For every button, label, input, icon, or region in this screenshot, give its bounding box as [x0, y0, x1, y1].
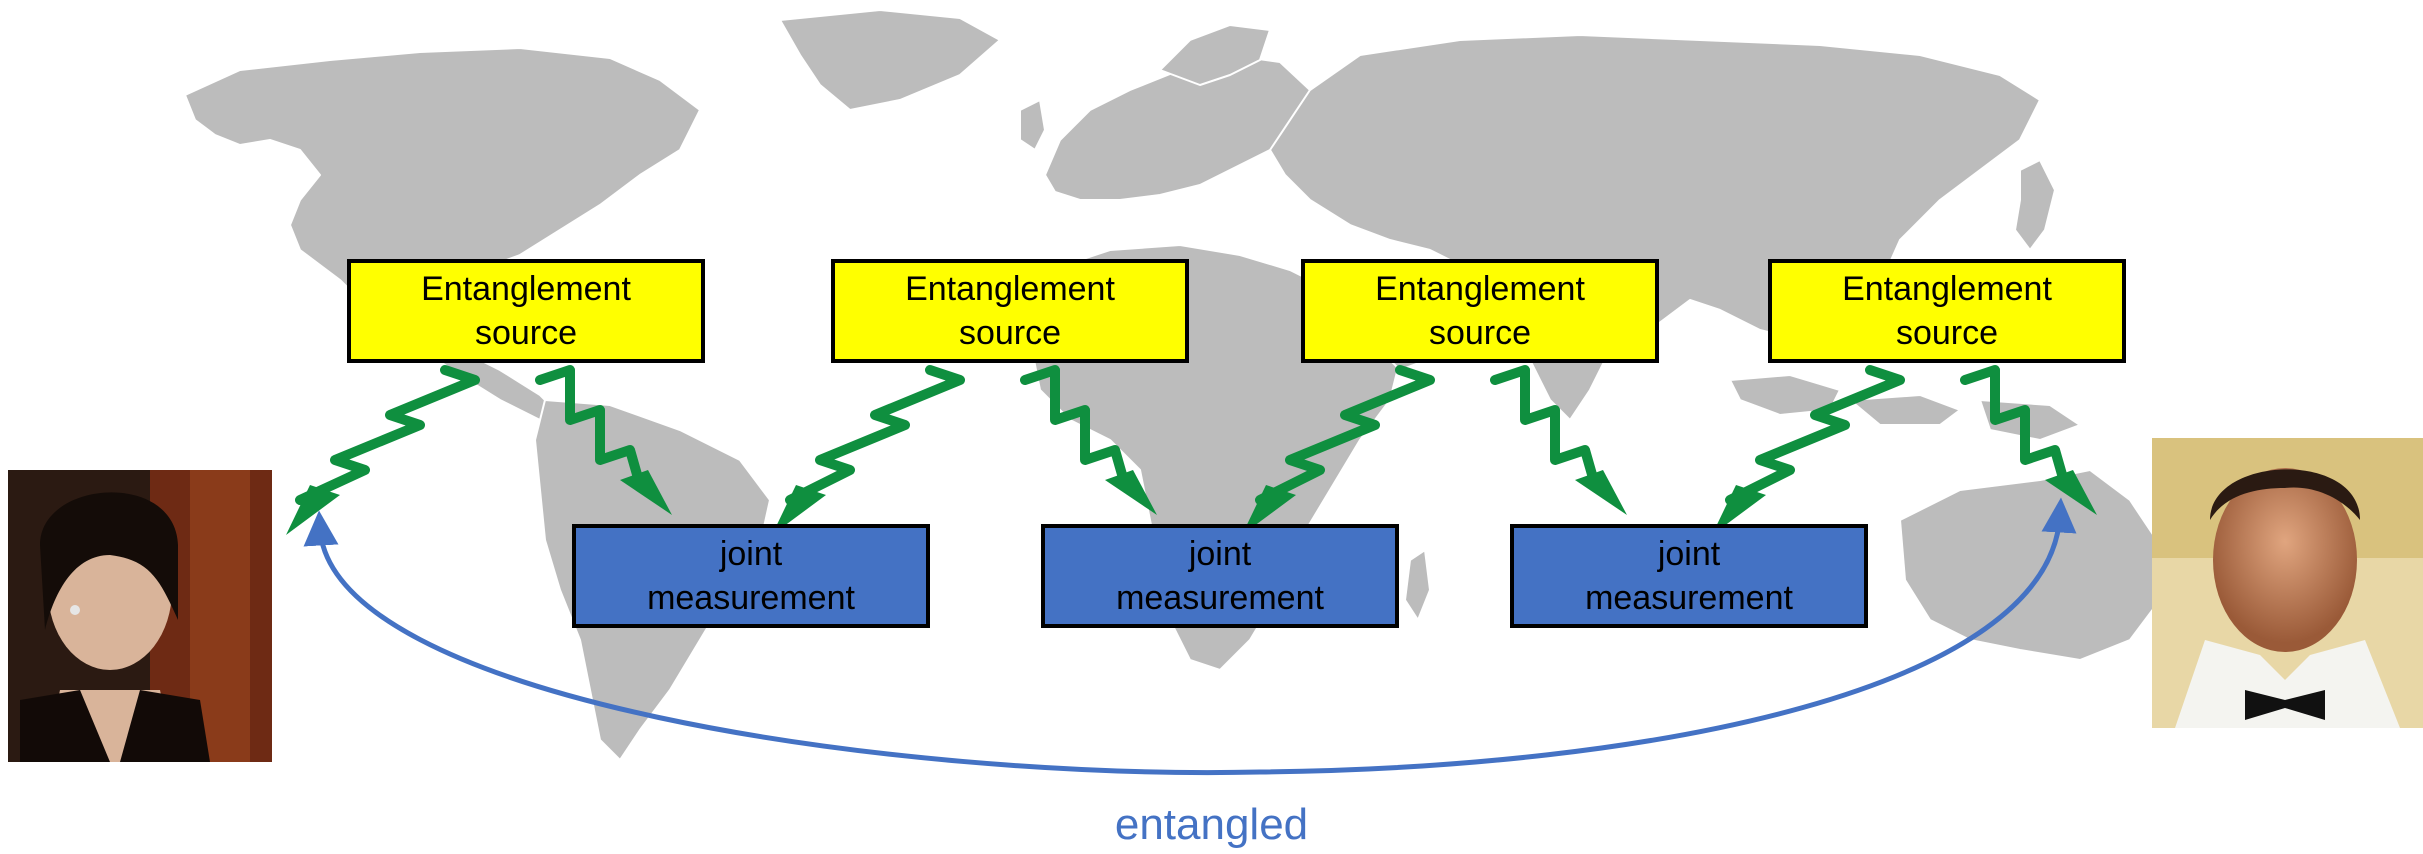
joint-label-line1: joint: [719, 535, 783, 573]
photon-wave-arrow: [1725, 365, 1905, 505]
photon-wave-arrow: [1490, 365, 1600, 490]
photon-wave-arrow: [535, 365, 645, 490]
joint-measurement-1: joint measurement: [572, 524, 930, 628]
source-label-line2: source: [1428, 314, 1532, 352]
joint-measurement-2: joint measurement: [1041, 524, 1399, 628]
source-label-line1: Entanglement: [905, 270, 1115, 308]
portrait-left: [8, 470, 272, 762]
joint-label-line2: measurement: [647, 579, 855, 617]
source-label-line1: Entanglement: [421, 270, 631, 308]
entanglement-source-2: Entanglement source: [831, 259, 1189, 363]
joint-label-line2: measurement: [1585, 579, 1793, 617]
portrait-right: [2152, 438, 2423, 728]
entanglement-source-3: Entanglement source: [1301, 259, 1659, 363]
joint-label-line1: joint: [1657, 535, 1721, 573]
joint-label-line2: measurement: [1116, 579, 1324, 617]
source-label-line2: source: [1895, 314, 1999, 352]
photon-wave-arrow: [1020, 365, 1130, 490]
entanglement-source-4: Entanglement source: [1768, 259, 2126, 363]
entanglement-source-1: Entanglement source: [347, 259, 705, 363]
photon-wave-arrow: [1960, 365, 2070, 490]
photon-wave-arrow: [1255, 365, 1435, 505]
photon-wave-arrow: [785, 365, 965, 505]
source-label-line2: source: [958, 314, 1062, 352]
entangled-caption: entangled: [1114, 800, 1309, 849]
photon-wave-arrow: [295, 365, 480, 505]
source-label-line1: Entanglement: [1375, 270, 1585, 308]
source-label-line2: source: [474, 314, 578, 352]
joint-label-line1: joint: [1188, 535, 1252, 573]
entangled-arc: [303, 497, 2077, 775]
source-label-line1: Entanglement: [1842, 270, 2052, 308]
joint-measurement-3: joint measurement: [1510, 524, 1868, 628]
